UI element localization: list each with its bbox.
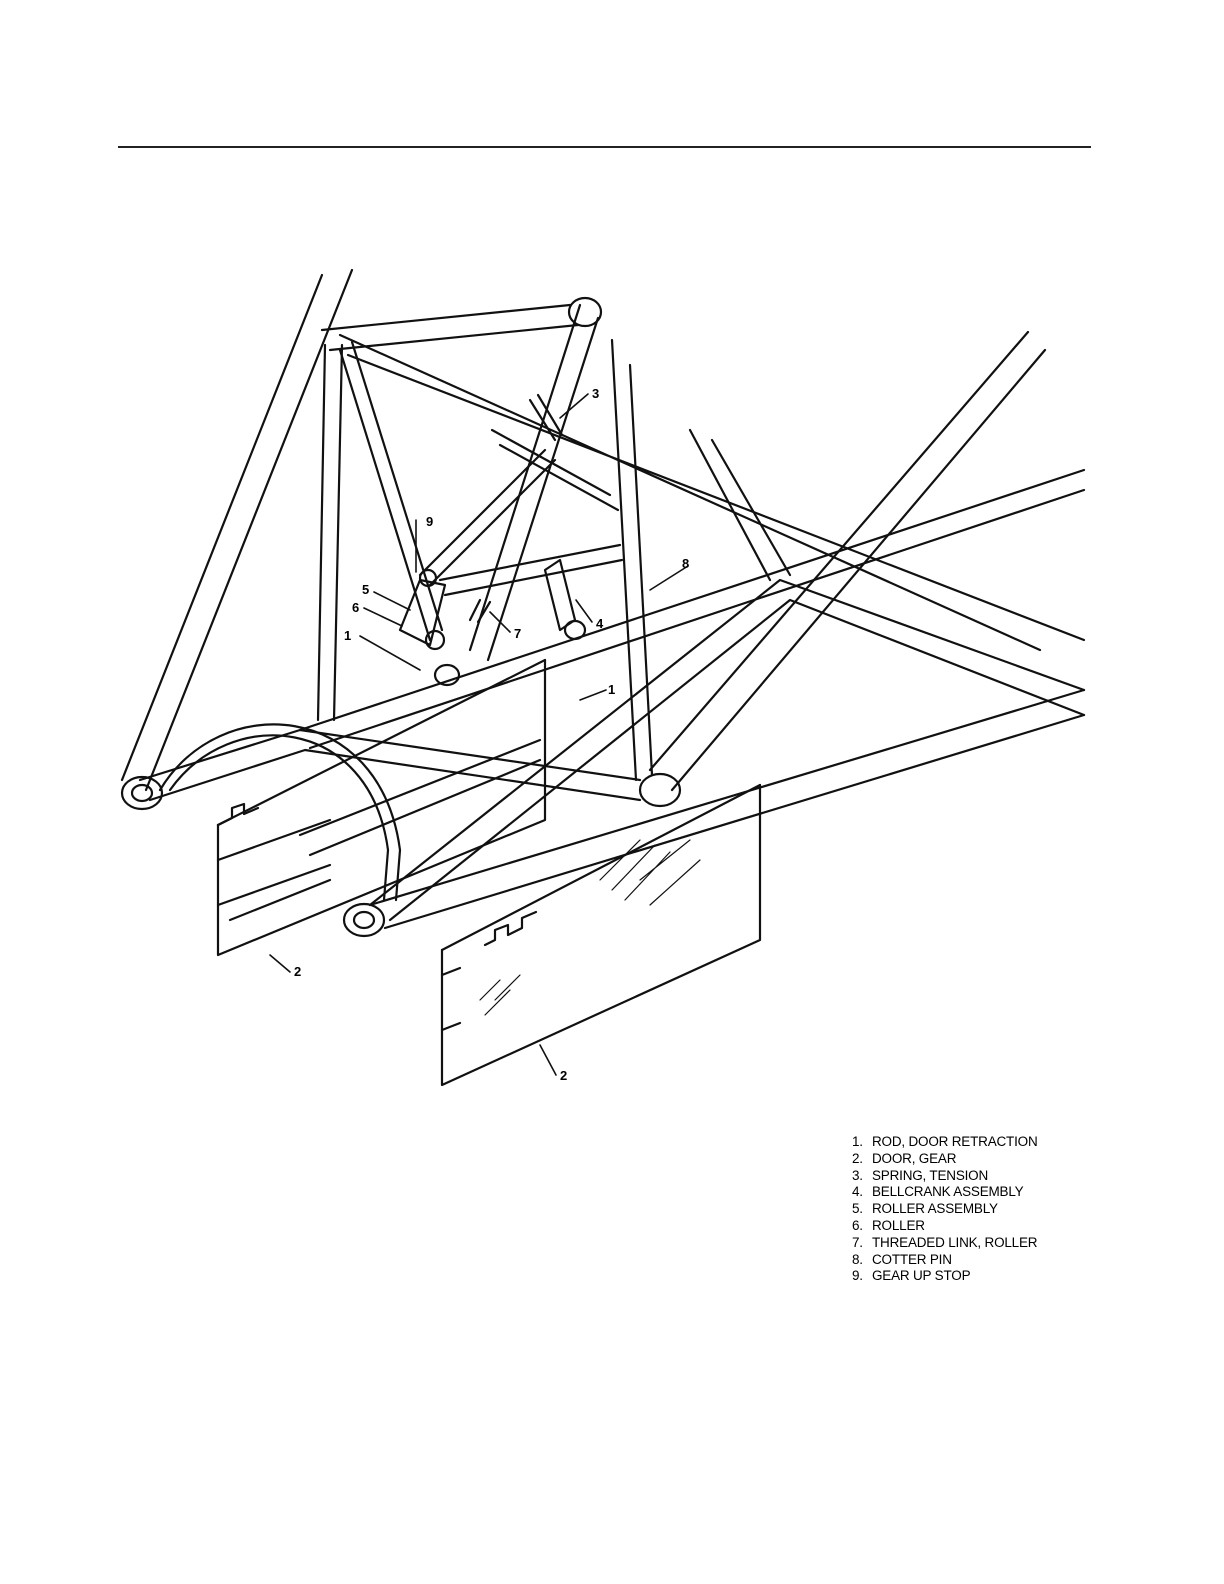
legend-item: 7.THREADED LINK, ROLLER [852, 1235, 1038, 1252]
gear-door-right [442, 785, 760, 1085]
callout-1-lower: 1 [608, 682, 615, 697]
callout-8: 8 [682, 556, 689, 571]
legend-item: 1.ROD, DOOR RETRACTION [852, 1134, 1038, 1151]
callout-3: 3 [592, 386, 599, 401]
legend-item: 5.ROLLER ASSEMBLY [852, 1201, 1038, 1218]
legend-item: 9.GEAR UP STOP [852, 1268, 1038, 1285]
callout-4: 4 [596, 616, 604, 631]
callout-5: 5 [362, 582, 369, 597]
callout-2-right: 2 [560, 1068, 567, 1083]
callout-2-left: 2 [294, 964, 301, 979]
callout-9: 9 [426, 514, 433, 529]
legend-item: 2.DOOR, GEAR [852, 1151, 1038, 1168]
fuselage-truss [122, 270, 1084, 928]
callout-1-upper: 1 [344, 628, 351, 643]
callout-6: 6 [352, 600, 359, 615]
legend-item: 3.SPRING, TENSION [852, 1168, 1038, 1185]
parts-legend: 1.ROD, DOOR RETRACTION 2.DOOR, GEAR 3.SP… [852, 1134, 1038, 1285]
callout-7: 7 [514, 626, 521, 641]
legend-item: 4.BELLCRANK ASSEMBLY [852, 1184, 1038, 1201]
legend-item: 6.ROLLER [852, 1218, 1038, 1235]
landing-gear-door-illustration: 3 9 5 6 1 7 4 8 1 2 2 [0, 0, 1224, 1100]
legend-item: 8.COTTER PIN [852, 1252, 1038, 1269]
